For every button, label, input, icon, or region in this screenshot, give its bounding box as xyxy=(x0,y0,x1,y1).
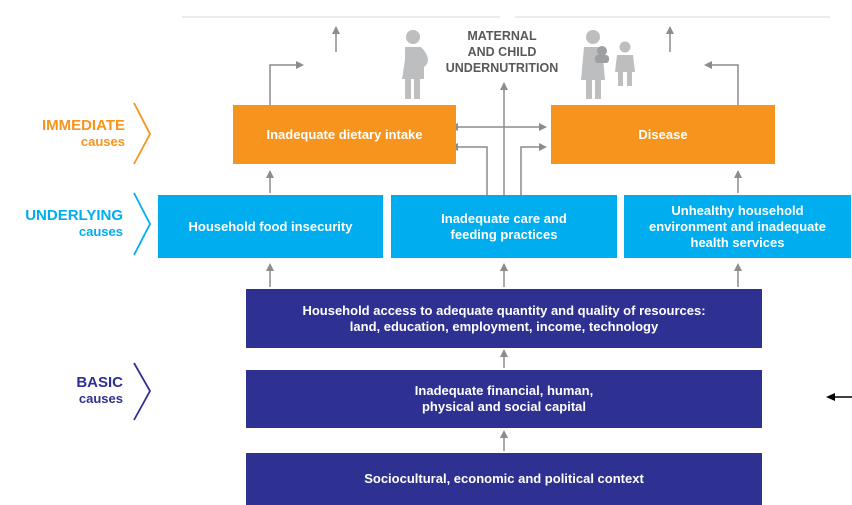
dietary-intake-box: Inadequate dietary intake xyxy=(233,105,456,164)
context-box: Sociocultural, economic and political co… xyxy=(246,453,762,505)
unhealthy-environment-box: Unhealthy household environment and inad… xyxy=(624,195,851,258)
immediate-sub: causes xyxy=(80,134,125,149)
outcome-title-line1: MATERNAL xyxy=(467,29,537,43)
basic-label: BASIC xyxy=(76,374,123,391)
food-insecurity-label: Household food insecurity xyxy=(188,218,353,234)
household-access-box: Household access to adequate quantity an… xyxy=(246,289,762,348)
underlying-chevron-icon xyxy=(133,192,152,256)
capital-label: Inadequate financial, human, physical an… xyxy=(414,383,594,414)
care-feeding-label: Inadequate care and feeding practices xyxy=(441,210,567,242)
household-access-label: Household access to adequate quantity an… xyxy=(302,302,706,334)
arrow-care-to-disease xyxy=(520,143,547,195)
arrow-care-to-dietary xyxy=(450,143,488,195)
basic-chevron-icon xyxy=(133,362,152,421)
arrow-dietary-to-outcome xyxy=(269,61,304,105)
outcome-title-line3: UNDERNUTRITION xyxy=(445,61,559,75)
food-insecurity-box: Household food insecurity xyxy=(158,195,383,258)
mother-with-baby-icon xyxy=(581,30,609,99)
basic-level-label: BASIC causes xyxy=(0,374,123,407)
dietary-intake-label: Inadequate dietary intake xyxy=(266,126,423,142)
care-feeding-box: Inadequate care and feeding practices xyxy=(391,195,617,258)
immediate-level-label: IMMEDIATE causes xyxy=(0,117,125,150)
arrow-disease-to-outcome xyxy=(704,61,739,105)
context-label: Sociocultural, economic and political co… xyxy=(364,471,644,486)
capital-box: Inadequate financial, human, physical an… xyxy=(246,370,762,428)
outcome-title: MATERNAL AND CHILD UNDERNUTRITION xyxy=(432,28,572,76)
underlying-level-label: UNDERLYING causes xyxy=(0,207,123,240)
underlying-label: UNDERLYING xyxy=(25,207,123,224)
basic-sub: causes xyxy=(78,391,123,406)
disease-box: Disease xyxy=(551,105,775,164)
child-icon xyxy=(615,41,635,86)
side-pointer-arrowhead xyxy=(826,393,835,401)
outcome-title-line2: AND CHILD xyxy=(467,45,537,59)
disease-label: Disease xyxy=(638,126,688,142)
immediate-chevron-icon xyxy=(133,102,152,165)
unhealthy-environment-label: Unhealthy household environment and inad… xyxy=(649,202,826,250)
pregnant-woman-icon xyxy=(402,30,428,99)
immediate-label: IMMEDIATE xyxy=(41,117,125,134)
underlying-sub: causes xyxy=(78,224,123,239)
